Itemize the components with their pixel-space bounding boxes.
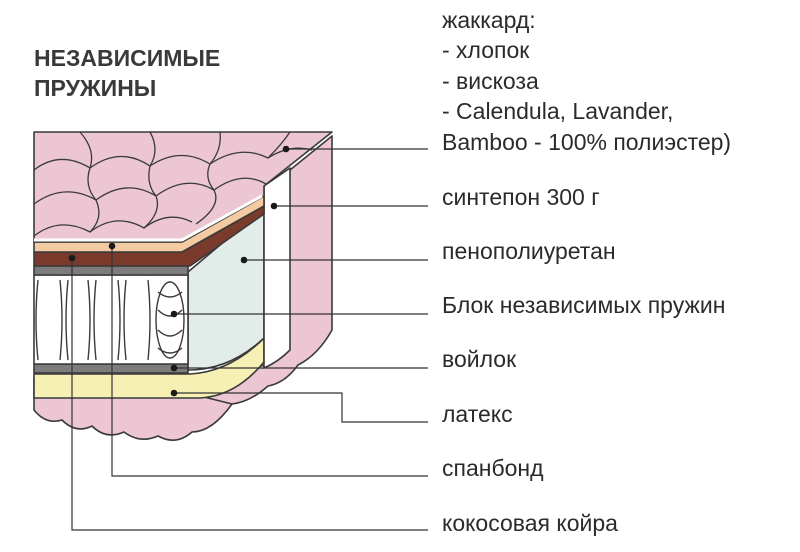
label-felt: войлок: [442, 346, 517, 372]
label-coir: кокосовая койра: [442, 510, 618, 536]
leader-lines: [71, 148, 428, 531]
leader-dots: [68, 145, 290, 397]
jacquard-top: [33, 131, 333, 243]
label-sintepon: синтепон 300 г: [442, 184, 600, 210]
label-springs: Блок независимых пружин: [442, 292, 725, 318]
label-jacquard-heading: жаккард:: [442, 7, 536, 33]
cover-inner-edge: [34, 194, 263, 242]
label-spunbond: спанбонд: [442, 455, 544, 481]
label-jacquard-item-1: - хлопок: [442, 37, 530, 63]
label-jacquard-item-4: Bamboo - 100% полиэстер): [442, 129, 731, 155]
spring-columns: [35, 279, 185, 361]
label-jacquard-item-2: - вискоза: [442, 68, 539, 94]
label-ppu: пенополиуретан: [442, 238, 616, 264]
spring-block: [33, 274, 189, 365]
label-jacquard-item-3: - Calendula, Lavander,: [442, 98, 673, 124]
title-line-2: ПРУЖИНЫ: [34, 75, 156, 101]
quilting-stitches: [33, 131, 313, 237]
label-latex: латекс: [442, 401, 513, 427]
felt-layer-bottom: [33, 363, 189, 374]
sintepon-strip: [263, 167, 291, 369]
cover-bottom: [33, 377, 233, 441]
felt-layer-top: [33, 265, 189, 276]
title-line-1: НЕЗАВИСИМЫЕ: [34, 45, 220, 71]
